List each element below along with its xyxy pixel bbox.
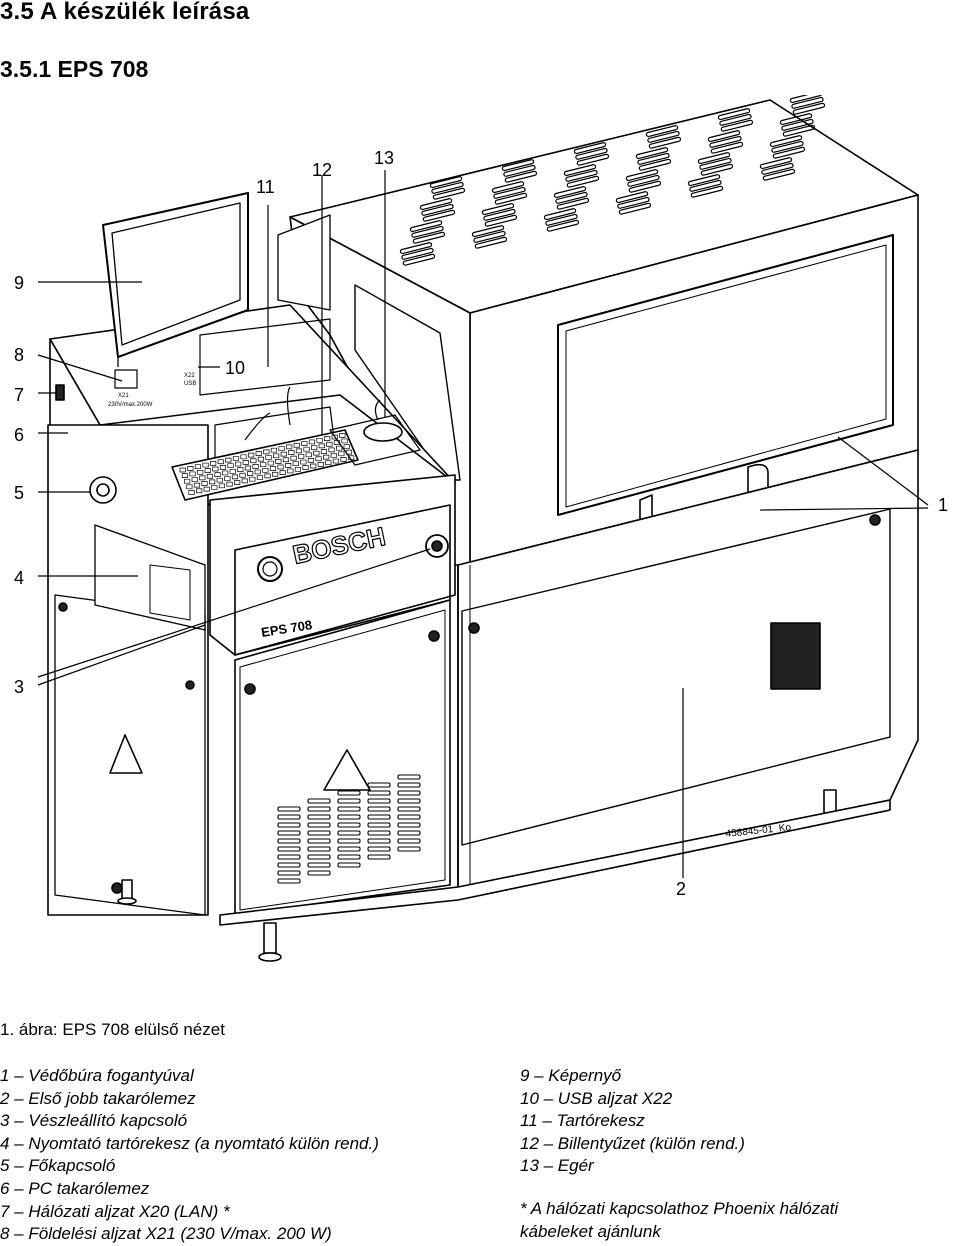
callout-11: 11 bbox=[256, 177, 275, 197]
port-label-power: 230V/max.200W bbox=[108, 402, 153, 408]
port-label-x21: X21 bbox=[118, 393, 129, 399]
legend-item: 1 – Védőbúra fogantyúval bbox=[0, 1066, 194, 1085]
callout-10: 10 bbox=[225, 358, 245, 378]
callout-3: 3 bbox=[14, 677, 24, 697]
legend-item: 5 – Főkapcsoló bbox=[0, 1156, 116, 1176]
usb-label: USB bbox=[184, 381, 196, 387]
legend-item: 11 – Tartórekesz bbox=[520, 1111, 645, 1131]
footnote: * A hálózati kapcsolathoz Phoenix hálóza… bbox=[520, 1198, 838, 1243]
legend-item: 4 – Nyomtató tartórekesz (a nyomtató kül… bbox=[0, 1133, 379, 1153]
legend-item: 8 – Földelési aljzat X21 (230 V/max. 200… bbox=[0, 1224, 332, 1244]
lower-right-cabinet bbox=[457, 449, 919, 891]
callout-8: 8 bbox=[14, 345, 24, 365]
callout-12: 12 bbox=[312, 160, 332, 180]
keyboard bbox=[171, 386, 359, 501]
mouse-pad bbox=[329, 399, 421, 466]
legend-item: 13 – Egér bbox=[520, 1156, 594, 1176]
legend-item: 2 – Első jobb takarólemez bbox=[0, 1088, 196, 1108]
callout-9: 9 bbox=[14, 273, 24, 293]
callout-6: 6 bbox=[14, 425, 24, 445]
callout-4: 4 bbox=[14, 568, 24, 588]
leader-lines bbox=[37, 170, 929, 878]
hood-vents bbox=[399, 95, 826, 266]
legend-item: 12 – Billentyűzet (külön rend.) bbox=[520, 1133, 745, 1153]
callout-2: 2 bbox=[676, 879, 686, 899]
subsection-heading: 3.5.1 EPS 708 bbox=[0, 56, 149, 82]
legend-item: 9 – Képernyő bbox=[520, 1066, 622, 1085]
legend-item: 7 – Hálózati aljzat X20 (LAN) * bbox=[0, 1201, 230, 1221]
device-front-view-drawing: BOSCH EPS 708 458845-01_Ko X21 230V/max.… bbox=[14, 95, 948, 962]
callout-13: 13 bbox=[374, 148, 394, 168]
figure-caption: 1. ábra: EPS 708 elülső nézet bbox=[0, 1020, 225, 1039]
legend-item: 10 – USB aljzat X22 bbox=[520, 1088, 673, 1108]
footnote-line: * A hálózati kapcsolathoz Phoenix hálóza… bbox=[520, 1199, 839, 1218]
callout-7: 7 bbox=[14, 385, 24, 405]
footnote-line: kábeleket ajánlunk bbox=[520, 1221, 661, 1241]
legend-item: 6 – PC takarólemez bbox=[0, 1178, 150, 1198]
legend-right: 9 – Képernyő 10 – USB aljzat X22 11 – Ta… bbox=[520, 1065, 745, 1178]
left-console bbox=[47, 304, 891, 962]
legend-item: 3 – Vészleállító kapcsoló bbox=[0, 1111, 188, 1131]
section-heading: 3.5 A készülék leírása bbox=[0, 0, 250, 25]
callout-5: 5 bbox=[14, 483, 24, 503]
hood-cabinet bbox=[289, 99, 919, 566]
storage-compartment bbox=[199, 214, 331, 396]
monitor bbox=[102, 192, 249, 367]
usb-label-x22: X22 bbox=[184, 373, 195, 379]
legend-left: 1 – Védőbúra fogantyúval 2 – Első jobb t… bbox=[0, 1065, 379, 1246]
callout-1: 1 bbox=[938, 495, 948, 515]
callout-numbers: 1 2 3 4 5 6 7 8 9 10 11 12 13 bbox=[14, 148, 948, 899]
